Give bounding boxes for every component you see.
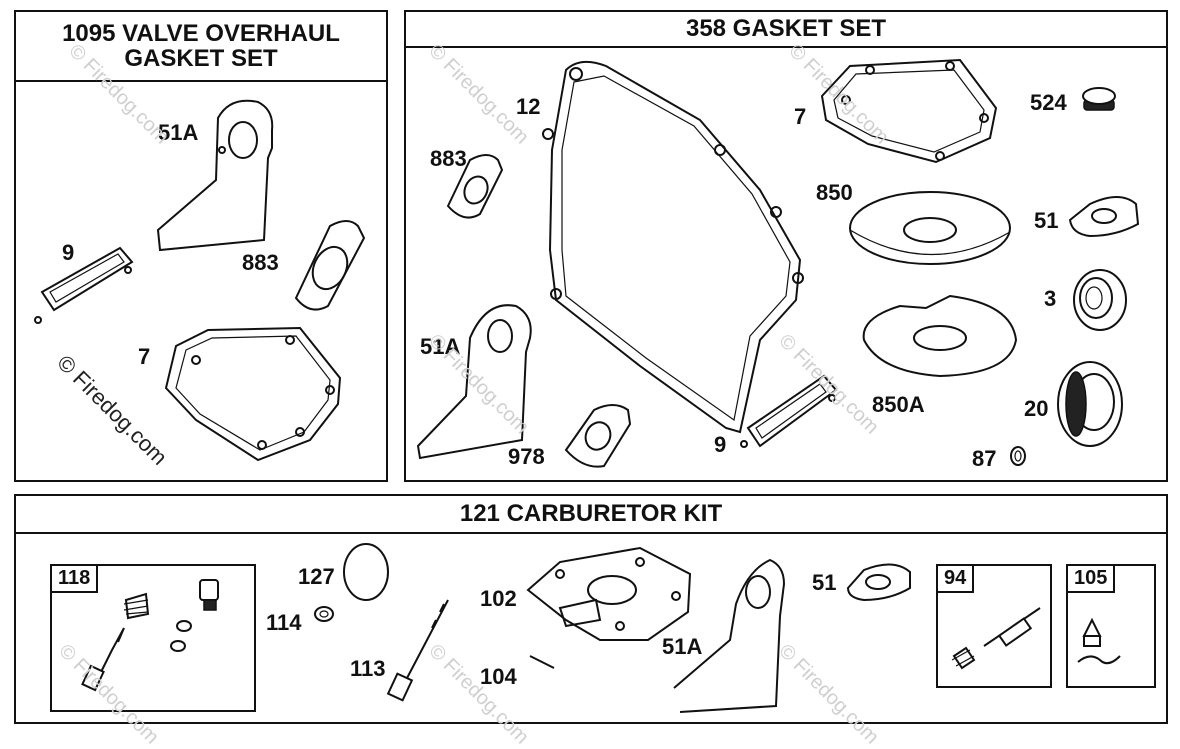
- gasket-12-crankcase-gasket: [542, 60, 804, 434]
- callout-gasket-87: 87: [972, 446, 997, 471]
- callout-gasket-9: 9: [714, 432, 727, 457]
- carb-102-carb-gasket: [526, 546, 692, 641]
- callout-carb-113: 113: [350, 656, 386, 681]
- valve-overhaul-title-line1: 1095 VALVE OVERHAUL: [62, 19, 340, 47]
- carburetor-kit-title: 121 CARBURETOR KIT: [16, 496, 1166, 534]
- subkit-94-label: 94: [936, 564, 975, 593]
- gasket-978-intake-gasket: [564, 404, 632, 468]
- callout-gasket-850: 850: [816, 180, 853, 205]
- callout-gasket-850a: 850A: [872, 392, 925, 417]
- callout-carb-127: 127: [298, 564, 335, 589]
- carb-51-intake-gasket: [846, 563, 911, 602]
- gasket-set-title: 358 GASKET SET: [406, 12, 1166, 48]
- callout-carb-104: 104: [480, 664, 517, 689]
- callout-gasket-20: 20: [1024, 396, 1049, 421]
- callout-gasket-51: 51: [1034, 208, 1059, 233]
- valve-overhaul-title: 1095 VALVE OVERHAUL GASKET SET: [16, 12, 386, 82]
- gasket-set-title-text: 358 GASKET SET: [685, 15, 887, 43]
- valve-9-breather-gasket: [34, 246, 134, 324]
- gasket-883-exhaust-gasket: [446, 154, 504, 219]
- gasket-87-seal-ring: [1010, 446, 1026, 466]
- callout-gasket-12: 12: [516, 94, 541, 119]
- callout-valve-9: 9: [62, 240, 75, 265]
- callout-gasket-51a: 51A: [420, 334, 461, 359]
- subkit-105-label: 105: [1066, 564, 1116, 593]
- gasket-20-oil-seal: [1057, 361, 1123, 447]
- carb-127-welch-plug: [343, 543, 389, 601]
- carb-51a-breather-gasket: [673, 558, 786, 713]
- carb-94-needle-valve: [951, 607, 1041, 670]
- gasket-9-breather-gasket: [740, 374, 838, 448]
- carb-113-throttle-shaft: [386, 599, 449, 702]
- carb-104-pin: [529, 655, 555, 669]
- gasket-51-intake-gasket: [1068, 196, 1140, 238]
- callout-valve-7: 7: [138, 344, 151, 369]
- gasket-set-panel: 358 GASKET SET: [404, 10, 1168, 482]
- valve-51a-breather-gasket: [156, 99, 274, 252]
- callout-carb-102: 102: [480, 586, 517, 611]
- callout-gasket-524: 524: [1030, 90, 1067, 115]
- subkit-118-label: 118: [50, 564, 99, 593]
- gasket-3-oil-seal: [1073, 269, 1127, 331]
- carb-114-washer: [314, 606, 334, 622]
- callout-valve-883: 883: [242, 250, 279, 275]
- gasket-7-head-gasket: [820, 58, 998, 164]
- callout-carb-114: 114: [266, 610, 302, 635]
- subkit-118-box: 118: [50, 564, 256, 712]
- subkit-105-box: 105: [1066, 564, 1156, 688]
- carb-118-needle-valve: [81, 579, 219, 692]
- valve-overhaul-title-line2: GASKET SET: [124, 45, 278, 72]
- gasket-51a-breather-gasket: [416, 304, 532, 460]
- carburetor-kit-title-text: 121 CARBURETOR KIT: [459, 500, 723, 528]
- callout-gasket-978: 978: [508, 444, 545, 469]
- carb-105-float-needle: [1077, 617, 1121, 665]
- callout-gasket-883: 883: [430, 146, 467, 171]
- callout-valve-51a: 51A: [158, 120, 199, 145]
- callout-gasket-3: 3: [1044, 286, 1057, 311]
- callout-carb-51: 51: [812, 570, 837, 595]
- valve-7-head-gasket: [164, 326, 342, 462]
- valve-883-exhaust-gasket: [294, 220, 366, 311]
- gasket-524-plug: [1082, 87, 1116, 111]
- subkit-94-box: 94: [936, 564, 1052, 688]
- gasket-850-washer: [849, 191, 1011, 265]
- callout-gasket-7: 7: [794, 104, 807, 129]
- gasket-850a-washer: [862, 294, 1018, 378]
- callout-carb-51a: 51A: [662, 634, 703, 659]
